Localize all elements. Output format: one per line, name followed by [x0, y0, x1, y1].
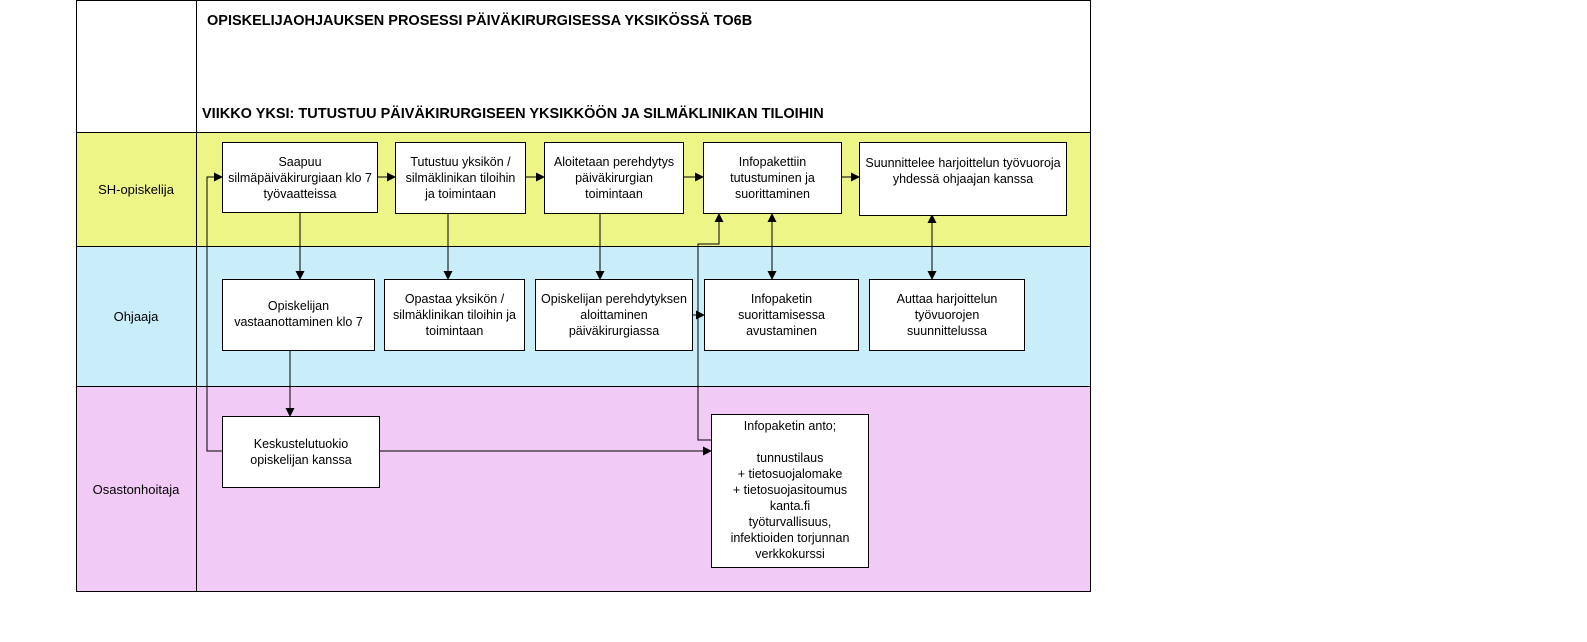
box-saapuu: Saapuu silmäpäiväkirurgiaan klo 7 työvaa… [222, 142, 378, 213]
box-suunnittelee: Suunnittelee harjoittelun työvuoroja yhd… [859, 142, 1067, 216]
box-suunnittelee-text: Suunnittelee harjoittelun työvuoroja yhd… [865, 156, 1061, 186]
box-infopaketti-tutustuminen-text: Infopakettiin tutustuminen ja suorittami… [730, 155, 815, 201]
box-perehdytyksen: Opiskelijan perehdytyksen aloittaminen p… [535, 279, 693, 351]
lane-label-divider [196, 0, 197, 592]
box-infopaketin-avustaminen: Infopaketin suorittamisessa avustaminen [704, 279, 859, 351]
anto-line: Infopaketin anto; [743, 419, 837, 433]
anto-line: verkkokurssi [755, 547, 825, 561]
lane-divider [76, 246, 1091, 247]
anto-line: tunnustilaus [756, 451, 824, 465]
box-tutustuu-text: Tutustuu yksikön / silmäklinikan tiloihi… [405, 155, 516, 201]
anto-line: + tietosuojasitoumus [732, 483, 848, 497]
lane-label-sh-opiskelija: SH-opiskelija [98, 181, 174, 197]
box-infopaketin-anto: Infopaketin anto; tunnustilaus + tietosu… [711, 414, 869, 568]
week-subtitle: VIIKKO YKSI: TUTUSTUU PÄIVÄKIRURGISEEN Y… [202, 106, 824, 122]
box-vastaanottaminen: Opiskelijan vastaanottaminen klo 7 [222, 279, 375, 351]
diagram-title: OPISKELIJAOHJAUKSEN PROSESSI PÄIVÄKIRURG… [207, 13, 753, 29]
lane-label-osastonhoitaja: Osastonhoitaja [92, 481, 180, 497]
box-tutustuu: Tutustuu yksikön / silmäklinikan tiloihi… [395, 142, 526, 214]
box-keskustelutuokio: Keskustelutuokio opiskelijan kanssa [222, 416, 380, 488]
box-auttaa: Auttaa harjoittelun työvuorojen suunnitt… [869, 279, 1025, 351]
anto-line: + tietosuojalomake [737, 467, 843, 481]
box-infopaketti-tutustuminen: Infopakettiin tutustuminen ja suorittami… [703, 142, 842, 214]
box-auttaa-text: Auttaa harjoittelun työvuorojen suunnitt… [896, 292, 998, 338]
lane-divider [76, 132, 1091, 133]
anto-line: kanta.fi [769, 499, 811, 513]
lane-label-ohjaaja: Ohjaaja [113, 308, 159, 324]
box-infopaketin-avustaminen-text: Infopaketin suorittamisessa avustaminen [738, 292, 825, 338]
box-infopaketin-anto-lines: Infopaketin anto; tunnustilaus + tietosu… [731, 418, 850, 562]
box-aloitetaan: Aloitetaan perehdytys päiväkirurgian toi… [544, 142, 684, 214]
box-keskustelutuokio-text: Keskustelutuokio opiskelijan kanssa [250, 437, 352, 467]
lane-divider [76, 386, 1091, 387]
box-saapuu-text: Saapuu silmäpäiväkirurgiaan klo 7 työvaa… [228, 155, 372, 201]
anto-line: työturvallisuus, [748, 515, 832, 529]
anto-line-blank [731, 434, 850, 450]
box-vastaanottaminen-text: Opiskelijan vastaanottaminen klo 7 [234, 299, 363, 329]
box-opastaa: Opastaa yksikön / silmäklinikan tiloihin… [384, 279, 525, 351]
diagram-frame [76, 0, 1091, 592]
box-perehdytyksen-text: Opiskelijan perehdytyksen aloittaminen p… [541, 292, 687, 338]
box-aloitetaan-text: Aloitetaan perehdytys päiväkirurgian toi… [553, 155, 675, 201]
box-opastaa-text: Opastaa yksikön / silmäklinikan tiloihin… [393, 292, 516, 338]
anto-line: infektioiden torjunnan [730, 531, 850, 545]
